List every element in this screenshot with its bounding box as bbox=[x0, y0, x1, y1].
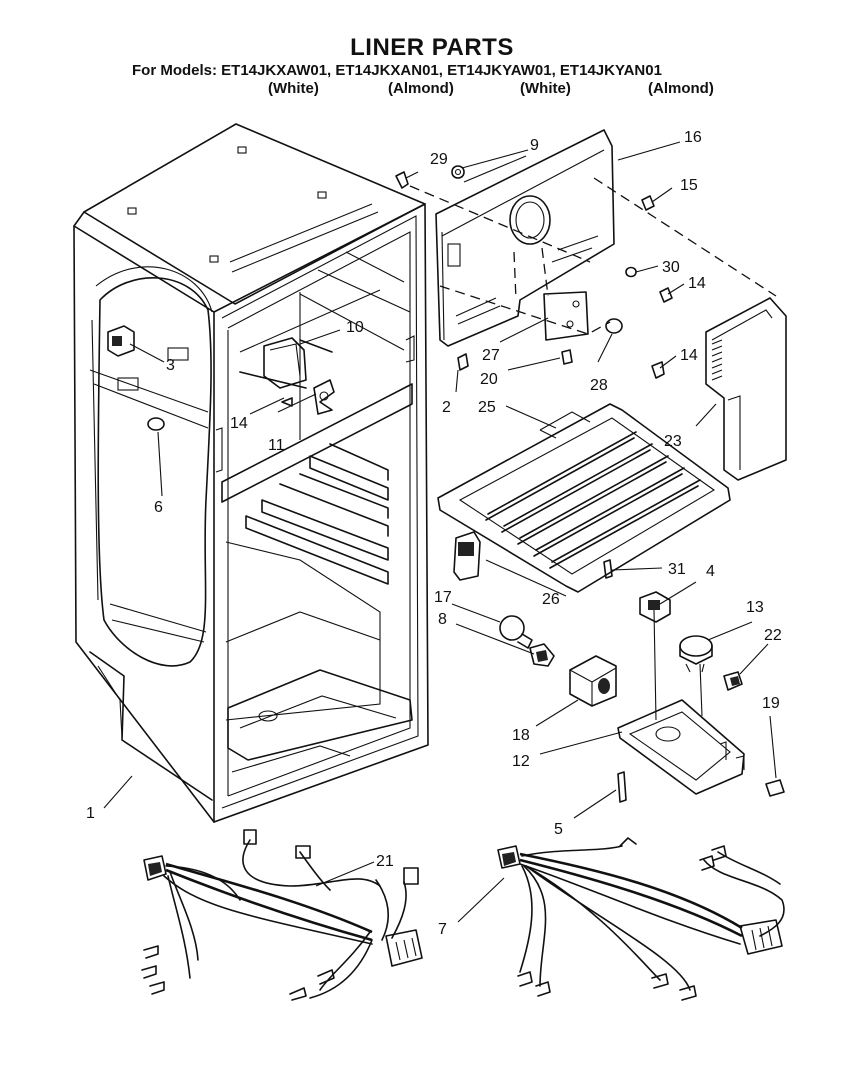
part-7-wire-harness bbox=[497, 837, 785, 1001]
assembly-line-4 bbox=[513, 251, 517, 301]
part-19-clip bbox=[765, 779, 785, 797]
part-4-door-switch bbox=[639, 591, 671, 623]
callout-9: 9 bbox=[530, 137, 539, 154]
callout-1: 1 bbox=[86, 805, 95, 822]
callout-26: 26 bbox=[542, 591, 560, 608]
callout-17: 17 bbox=[434, 589, 452, 606]
callout-numbers: 29 9 16 15 30 14 10 3 27 14 20 28 2 25 2… bbox=[86, 129, 782, 938]
callout-12: 12 bbox=[512, 753, 530, 770]
callout-5: 5 bbox=[554, 821, 563, 838]
color-label-4: (Almond) bbox=[648, 80, 714, 97]
callout-27: 27 bbox=[482, 347, 500, 364]
callout-29: 29 bbox=[430, 151, 448, 168]
screw-14a bbox=[281, 397, 293, 407]
callout-30: 30 bbox=[662, 259, 680, 276]
part-12-control-housing bbox=[617, 609, 745, 795]
part-23-grille bbox=[705, 297, 787, 481]
part-10-fan-bracket bbox=[239, 337, 333, 389]
models-line: For Models: ET14JKXAW01, ET14JKXAN01, ET… bbox=[132, 62, 662, 79]
assembly-line-1 bbox=[409, 185, 591, 263]
fasteners bbox=[395, 165, 673, 579]
cabinet-liner bbox=[73, 123, 429, 823]
callout-19: 19 bbox=[762, 695, 780, 712]
part-11-fan-blade bbox=[313, 379, 335, 415]
callout-4: 4 bbox=[706, 563, 715, 580]
callout-14b: 14 bbox=[680, 347, 698, 364]
part-18-light-shield bbox=[569, 655, 617, 707]
diagram-header: LINER PARTS For Models: ET14JKXAW01, ET1… bbox=[0, 0, 864, 110]
color-label-1: (White) bbox=[268, 80, 319, 97]
callout-31: 31 bbox=[668, 561, 686, 578]
part-17-light-bulb bbox=[499, 615, 533, 649]
callout-6: 6 bbox=[154, 499, 163, 516]
callout-15: 15 bbox=[680, 177, 698, 194]
callout-11: 11 bbox=[268, 437, 285, 454]
callout-21: 21 bbox=[376, 853, 394, 870]
callout-22: 22 bbox=[764, 627, 782, 644]
callout-13: 13 bbox=[746, 599, 764, 616]
part-8-lamp-socket bbox=[529, 643, 555, 667]
part-5-screw bbox=[617, 771, 627, 803]
callout-16: 16 bbox=[684, 129, 702, 146]
callout-7: 7 bbox=[438, 921, 447, 938]
callout-23: 23 bbox=[664, 433, 682, 450]
assembly-line-3 bbox=[439, 285, 611, 335]
assembly-line-5 bbox=[541, 247, 549, 297]
part-6-knob bbox=[147, 417, 165, 431]
part-13-thermostat bbox=[679, 635, 713, 673]
part-22-connector bbox=[723, 671, 743, 691]
color-label-3: (White) bbox=[520, 80, 571, 97]
part-21-wire-harness bbox=[141, 829, 423, 1001]
part-3-control-housing bbox=[107, 325, 135, 357]
callout-14a: 14 bbox=[230, 415, 248, 432]
part-16-evaporator-cover bbox=[435, 129, 615, 347]
callout-25: 25 bbox=[478, 399, 496, 416]
callout-10: 10 bbox=[346, 319, 364, 336]
assembly-line-2 bbox=[593, 177, 777, 297]
callout-2: 2 bbox=[442, 399, 451, 416]
diagram-title: LINER PARTS bbox=[350, 34, 514, 61]
callout-3: 3 bbox=[166, 357, 175, 374]
callout-18: 18 bbox=[512, 727, 530, 744]
part-25-shelf bbox=[437, 403, 731, 593]
color-label-2: (Almond) bbox=[388, 80, 454, 97]
callout-14c: 14 bbox=[688, 275, 706, 292]
shelf-rails bbox=[245, 443, 389, 585]
leader-lines bbox=[103, 141, 777, 923]
callout-28: 28 bbox=[590, 377, 608, 394]
part-26-lamp-socket-cover bbox=[453, 531, 481, 581]
callout-8: 8 bbox=[438, 611, 447, 628]
callout-20: 20 bbox=[480, 371, 498, 388]
